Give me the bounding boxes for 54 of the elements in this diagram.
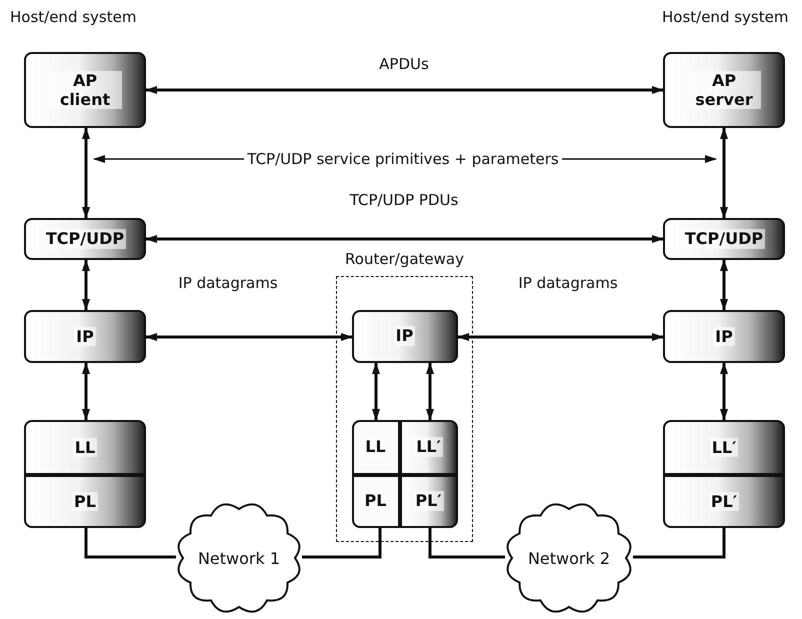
- network-cloud: [505, 502, 633, 614]
- layer-box: [24, 52, 146, 128]
- link-line: [302, 528, 382, 558]
- layer-box: [663, 218, 785, 260]
- layer-label: LL′: [414, 437, 443, 457]
- link-line: [428, 528, 505, 558]
- arrow: [145, 235, 664, 243]
- arrow: [145, 333, 353, 341]
- arrow: [426, 362, 434, 421]
- layer-cell: [352, 474, 400, 528]
- layer-cell: [400, 474, 458, 528]
- layer-label: PL: [72, 492, 98, 512]
- layer-box: [24, 310, 146, 363]
- layer-label: IP: [74, 326, 96, 346]
- layer-label: AP client: [48, 70, 122, 110]
- layer-label: AP server: [687, 70, 761, 110]
- layer-cell: [663, 420, 785, 475]
- layer-cell: [24, 420, 146, 475]
- arrow: [720, 127, 728, 219]
- arrow: [82, 362, 90, 421]
- layer-label: PL′: [708, 492, 740, 512]
- group-heading: Router/gateway: [344, 250, 465, 268]
- layer-label: LL′: [710, 438, 738, 458]
- layer-cell: [352, 420, 400, 474]
- layer-box: [663, 52, 785, 128]
- layer-label: TCP/UDP: [44, 229, 126, 249]
- arrow: [145, 86, 664, 94]
- arrow: [720, 259, 728, 311]
- interface-label: TCP/UDP service primitives + parameters: [244, 148, 562, 170]
- arrow: [372, 362, 380, 421]
- arrow: [457, 333, 664, 341]
- layer-cell: [400, 420, 458, 474]
- network-label: Network 1: [198, 548, 280, 568]
- layer-label: PL′: [413, 491, 444, 511]
- arrow: [82, 259, 90, 311]
- layer-cell: [24, 475, 146, 528]
- network-cloud: [176, 502, 302, 614]
- layer-cell: [663, 475, 785, 528]
- arrow: [82, 127, 90, 219]
- layer-box: [352, 310, 458, 362]
- layer-box: [24, 218, 146, 260]
- layer-label: IP: [713, 326, 735, 346]
- system-label: Host/end system: [10, 8, 136, 26]
- layer-box: [663, 310, 785, 363]
- layer-label: TCP/UDP: [682, 229, 766, 249]
- layer-label: IP: [394, 326, 416, 346]
- link-line: [633, 528, 726, 558]
- network-label: Network 2: [528, 548, 610, 568]
- layer-label: LL: [72, 438, 98, 458]
- arrow: [93, 155, 244, 163]
- system-label: Host/end system: [662, 8, 788, 26]
- link-line: [84, 528, 176, 558]
- arrow: [720, 362, 728, 421]
- arrow: [562, 155, 717, 163]
